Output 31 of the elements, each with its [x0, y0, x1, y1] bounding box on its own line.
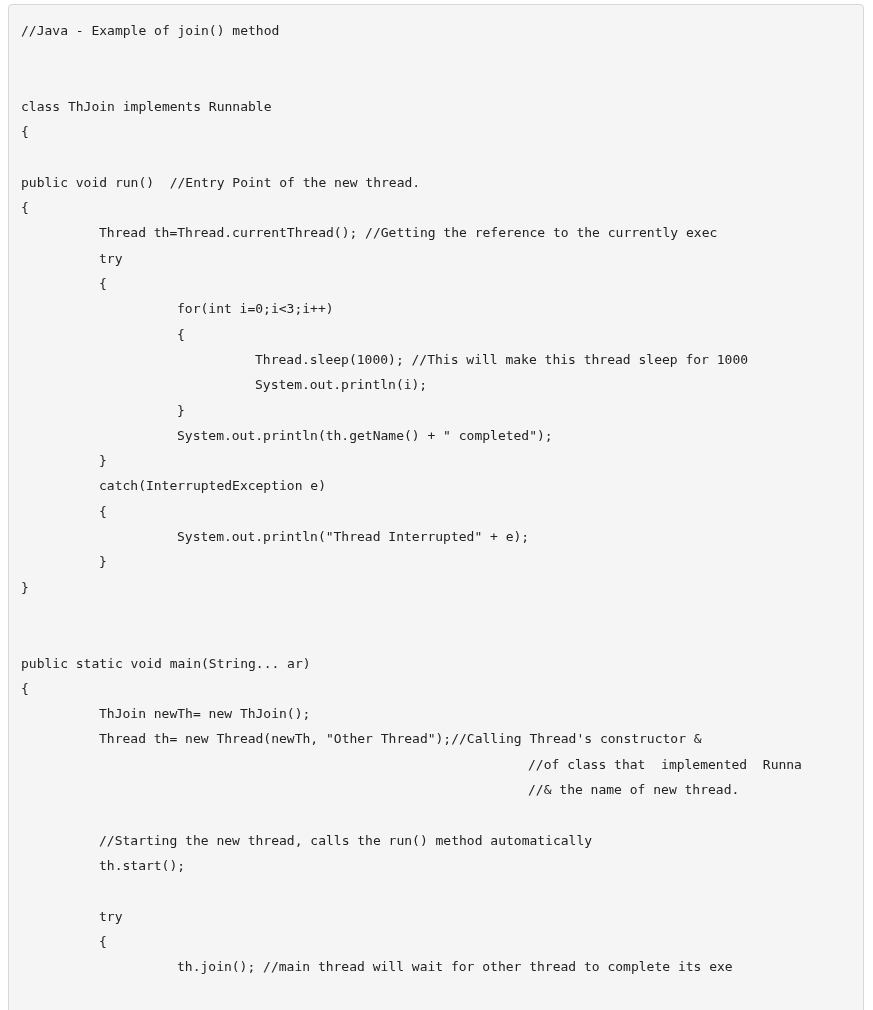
code-line: for(int i=0;i<3;i++)	[177, 300, 334, 319]
code-line: {	[99, 502, 107, 521]
code-line: th.start();	[99, 856, 186, 875]
code-line: //Java - Example of join() method	[21, 22, 280, 40]
code-line: public void run() //Entry Point of the new thread.	[21, 173, 421, 192]
code-line: //Starting the new thread, calls the run() method automatically	[99, 831, 593, 850]
code-line: {	[99, 275, 107, 293]
code-line: {	[99, 932, 107, 951]
code-line: Thread th=Thread.currentThread(); //Getting the reference to the currently exec	[99, 224, 718, 243]
code-line: {	[21, 679, 29, 698]
code-line: }	[99, 452, 107, 471]
code-line: try	[99, 249, 123, 268]
code-line: System.out.println(i);	[255, 376, 428, 395]
code-line: {	[21, 123, 29, 142]
code-line: ThJoin newTh= new ThJoin();	[99, 705, 311, 724]
code-line: {	[177, 325, 185, 344]
code-line: class ThJoin implements Runnable	[21, 97, 272, 116]
code-line: System.out.println("Thread Interrupted" + e);	[177, 528, 530, 546]
code-line: try	[99, 907, 123, 926]
code-line: Thread.sleep(1000); //This will make this thread sleep for 1000	[255, 350, 749, 369]
code-line: catch(InterruptedException e)	[99, 477, 326, 496]
code-line: public static void main(String... ar)	[21, 654, 311, 673]
code-line: th.join(); //main thread will wait for other thread to complete its exe	[177, 958, 733, 977]
code-line: {	[21, 199, 29, 218]
code-line: }	[177, 401, 185, 420]
code-line: }	[21, 578, 29, 597]
code-line: }	[99, 553, 107, 572]
code-line: System.out.println(th.getName() + " completed");	[177, 426, 553, 445]
code-line: //& the name of new thread.	[528, 781, 740, 799]
code-line: //of class that implemented Runna	[528, 755, 802, 774]
code-line: Thread th= new Thread(newTh, "Other Thread");//Calling Thread's constructor &	[99, 730, 702, 749]
